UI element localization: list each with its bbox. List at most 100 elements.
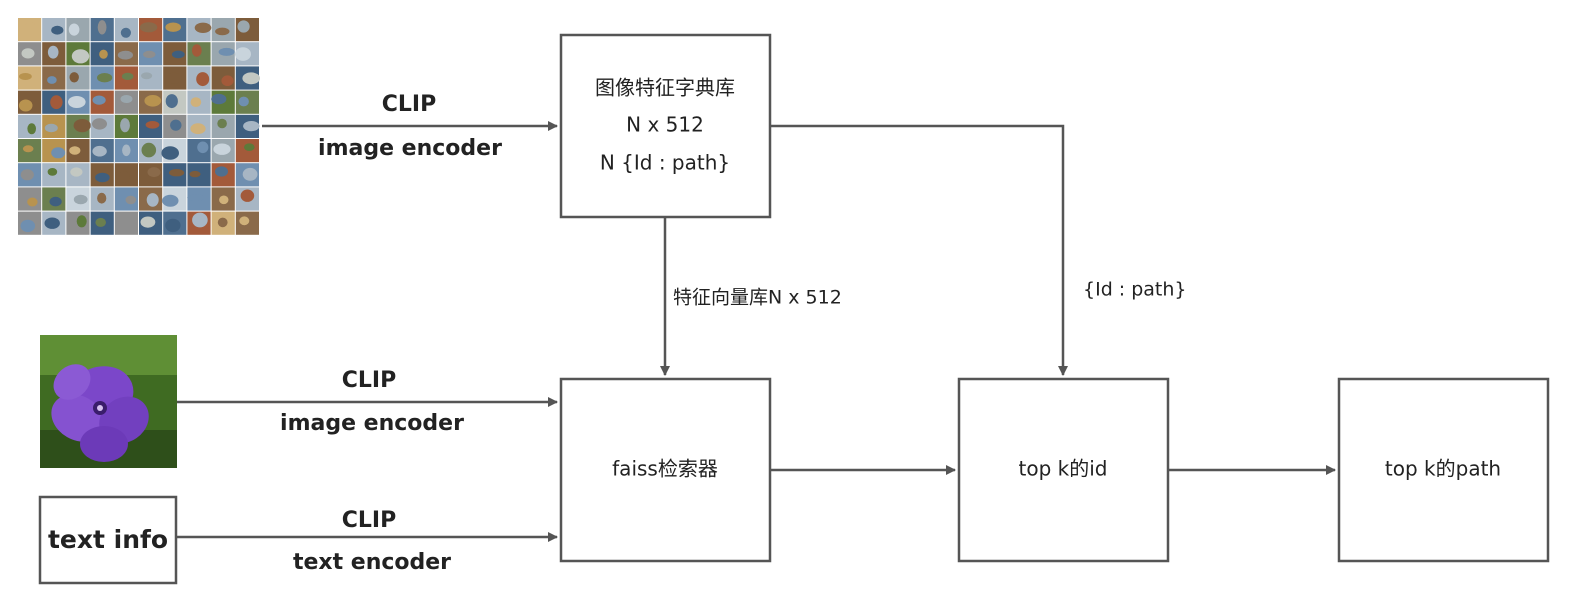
topk-path-box bbox=[1337, 377, 1550, 563]
dataset-thumbnail-subject bbox=[194, 22, 212, 33]
feature-db-dimension: N x 512 bbox=[626, 113, 704, 137]
topk-id-box bbox=[957, 377, 1170, 563]
dataset-thumbnail-subject bbox=[47, 168, 58, 176]
dataset-thumbnail-subject bbox=[196, 72, 210, 87]
dataset-thumbnail-subject bbox=[44, 217, 60, 229]
text-info-box bbox=[38, 495, 178, 585]
image-dataset-grid bbox=[18, 18, 260, 235]
dataset-thumbnail-subject bbox=[145, 121, 160, 129]
dataset-thumbnail-subject bbox=[92, 145, 107, 157]
text-info-label: text info bbox=[48, 525, 168, 554]
edge-label-text-encoder: text encoder bbox=[293, 550, 451, 575]
dataset-thumbnail-subject bbox=[213, 143, 231, 155]
dataset-thumbnail-subject bbox=[95, 172, 110, 183]
dataset-thumbnail-subject bbox=[22, 145, 34, 153]
edge-label-image-encoder-2: image encoder bbox=[280, 411, 464, 436]
dataset-thumbnail-subject bbox=[20, 169, 34, 181]
dataset-thumbnail-subject bbox=[95, 217, 106, 227]
dataset-thumbnail-subject bbox=[219, 195, 229, 205]
dataset-thumbnail-subject bbox=[239, 216, 250, 226]
dataset-thumbnail-subject bbox=[122, 144, 131, 157]
dataset-thumbnail-subject bbox=[24, 21, 36, 32]
dataset-thumbnail-subject bbox=[217, 118, 227, 129]
dataset-thumbnail-subject bbox=[118, 171, 130, 183]
dataset-thumbnail-subject bbox=[141, 72, 153, 80]
dataset-thumbnail-subject bbox=[76, 215, 87, 228]
dataset-thumbnail-subject bbox=[244, 143, 255, 151]
dataset-thumbnail-subject bbox=[211, 93, 227, 105]
dataset-thumbnail-subject bbox=[21, 48, 35, 59]
dataset-thumbnail-subject bbox=[217, 217, 228, 228]
dataset-thumbnail-subject bbox=[237, 20, 250, 33]
dataset-thumbnail-subject bbox=[140, 216, 156, 228]
edge-label-image-encoder-1: image encoder bbox=[318, 136, 502, 161]
edge-label-clip-3: CLIP bbox=[342, 508, 396, 533]
dataset-thumbnail-subject bbox=[27, 123, 36, 135]
dataset-thumbnail-subject bbox=[146, 193, 159, 207]
dataset-thumbnail-subject bbox=[73, 194, 88, 205]
dataset-thumbnail-subject bbox=[44, 123, 58, 133]
dataset-thumbnail-subject bbox=[99, 49, 108, 59]
dataset-thumbnail-subject bbox=[47, 76, 57, 84]
dataset-thumbnail-subject bbox=[165, 218, 181, 233]
dataset-thumbnail-subject bbox=[27, 197, 38, 207]
dataset-thumbnail-subject bbox=[215, 166, 228, 177]
feature-db-mapping: N {Id : path} bbox=[600, 151, 730, 175]
dataset-thumbnail-subject bbox=[19, 73, 32, 80]
dataset-thumbnail-subject bbox=[143, 50, 156, 59]
dataset-thumbnail-subject bbox=[235, 47, 251, 61]
dataset-thumbnail-subject bbox=[69, 72, 79, 83]
dataset-thumbnail-subject bbox=[165, 72, 183, 84]
dataset-thumbnail-subject bbox=[92, 118, 107, 130]
dataset-thumbnail-subject bbox=[120, 95, 133, 103]
feature-db-title: 图像特征字典库 bbox=[595, 76, 735, 100]
dataset-thumbnail-subject bbox=[171, 50, 185, 59]
dataset-thumbnail-subject bbox=[71, 49, 90, 64]
dataset-thumbnail-subject bbox=[218, 47, 235, 56]
dataset-thumbnail-subject bbox=[92, 95, 106, 105]
dataset-thumbnail-subject bbox=[18, 99, 33, 112]
dataset-thumbnail-subject bbox=[238, 96, 249, 107]
query-flower-image bbox=[40, 335, 177, 468]
edge-label-clip-1: CLIP bbox=[382, 92, 436, 117]
edge-label-id-path: {Id : path} bbox=[1083, 279, 1187, 301]
dataset-thumbnail-subject bbox=[70, 167, 83, 177]
topk-id-label: top k的id bbox=[1019, 457, 1108, 481]
dataset-thumbnail-subject bbox=[20, 219, 36, 233]
dataset-thumbnail-subject bbox=[97, 192, 107, 204]
dataset-thumbnail-subject bbox=[68, 96, 86, 108]
feature-db-box bbox=[559, 33, 772, 219]
dataset-thumbnail-subject bbox=[240, 189, 255, 202]
dataset-thumbnail-subject bbox=[120, 118, 130, 133]
dataset-thumbnail-subject bbox=[243, 121, 260, 132]
dataset-thumbnail-subject bbox=[47, 45, 59, 59]
dataset-thumbnail-subject bbox=[97, 20, 107, 35]
dataset-thumbnail-subject bbox=[197, 141, 209, 154]
dataset-thumbnail-subject bbox=[117, 50, 133, 60]
dataset-thumbnail-subject bbox=[51, 25, 64, 35]
edge-label-vector-db: 特征向量库N x 512 bbox=[673, 287, 842, 309]
dataset-thumbnail-subject bbox=[190, 97, 202, 107]
dataset-thumbnail-subject bbox=[191, 44, 202, 57]
dataset-thumbnail-subject bbox=[189, 170, 201, 178]
edge-label-clip-2: CLIP bbox=[342, 368, 396, 393]
topk-path-label: top k的path bbox=[1385, 457, 1501, 481]
dataset-thumbnail-subject bbox=[121, 72, 134, 80]
dataset-thumbnail-subject bbox=[221, 75, 234, 86]
dataset-thumbnail-subject bbox=[165, 22, 181, 32]
dataset-thumbnail-subject bbox=[162, 194, 179, 207]
dataset-thumbnail-subject bbox=[170, 119, 182, 131]
arrow-feature-db-to-topk-id bbox=[770, 124, 1068, 376]
dataset-thumbnail-subject bbox=[51, 147, 66, 159]
dataset-thumbnail-subject bbox=[116, 215, 128, 229]
dataset-thumbnail-subject bbox=[242, 72, 260, 85]
dataset-thumbnail-subject bbox=[49, 196, 62, 207]
dataset-thumbnail-subject bbox=[144, 95, 162, 107]
faiss-box bbox=[559, 377, 772, 563]
dataset-thumbnail-subject bbox=[141, 142, 157, 158]
dataset-thumbnail-subject bbox=[215, 27, 230, 36]
dataset-thumbnail-subject bbox=[68, 23, 80, 36]
dataset-thumbnail-subject bbox=[139, 22, 158, 33]
dataset-thumbnail-subject bbox=[165, 94, 178, 109]
